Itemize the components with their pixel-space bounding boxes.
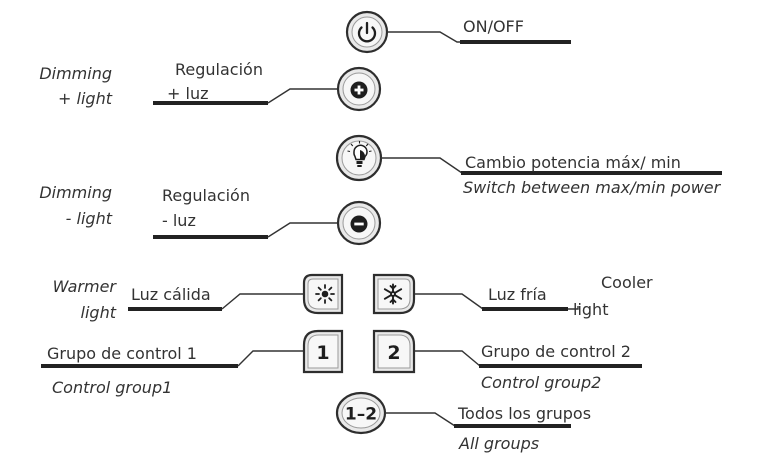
group1-button-label: 1 bbox=[316, 342, 329, 364]
all-es-label: Todos los grupos bbox=[457, 404, 591, 423]
all-leader bbox=[385, 412, 456, 427]
all-en-label: All groups bbox=[458, 434, 539, 453]
group2-en-label: Control group2 bbox=[481, 373, 601, 392]
group2-leader bbox=[415, 350, 481, 367]
warm-es-label: Luz cálida bbox=[131, 285, 211, 304]
group2-button[interactable]: 2 bbox=[372, 329, 416, 374]
plus-en-line2: + light bbox=[58, 89, 113, 108]
power-level-button[interactable] bbox=[335, 134, 383, 182]
all-groups-button-label: 1–2 bbox=[345, 405, 377, 425]
warm-en-line2: light bbox=[81, 303, 117, 322]
group1-en-label: Control group1 bbox=[52, 378, 172, 397]
dimming-minus-button[interactable] bbox=[336, 200, 382, 246]
bulb-es-label: Cambio potencia máx/ min bbox=[465, 153, 681, 172]
group1-es-label: Grupo de control 1 bbox=[47, 344, 197, 363]
bulb-leader bbox=[381, 157, 463, 174]
snowflake-icon bbox=[383, 283, 403, 305]
cool-leader bbox=[415, 293, 484, 310]
power-icon bbox=[357, 21, 377, 43]
warm-en-line1: Warmer bbox=[53, 277, 118, 296]
cool-light-button[interactable] bbox=[372, 273, 416, 315]
plus-en-line1: Dimming bbox=[39, 64, 112, 83]
plus-icon bbox=[350, 81, 368, 99]
warm-leader bbox=[221, 293, 303, 310]
minus-en-line1: Dimming bbox=[39, 183, 112, 202]
sun-icon bbox=[315, 284, 335, 304]
cool-en-leader bbox=[568, 306, 579, 310]
bulb-icon bbox=[347, 141, 372, 167]
minus-icon bbox=[350, 215, 368, 233]
cool-en-line2: light bbox=[573, 300, 608, 319]
group2-es-label: Grupo de control 2 bbox=[481, 342, 631, 361]
group2-button-label: 2 bbox=[387, 342, 400, 364]
minus-es-line2: - luz bbox=[162, 211, 196, 230]
plus-es-line1: Regulación bbox=[175, 60, 263, 79]
minus-leader bbox=[267, 222, 338, 238]
minus-en-line2: - light bbox=[66, 209, 113, 228]
cool-en-line1: Cooler bbox=[601, 273, 653, 292]
all-groups-button[interactable]: 1–2 bbox=[335, 391, 387, 435]
warm-light-button[interactable] bbox=[302, 273, 344, 315]
dimming-plus-button[interactable] bbox=[336, 66, 382, 112]
power-button[interactable] bbox=[345, 10, 389, 54]
group1-leader bbox=[237, 350, 303, 367]
plus-es-line2: + luz bbox=[167, 84, 208, 103]
cool-es-label: Luz fría bbox=[488, 285, 547, 304]
bulb-en-label: Switch between max/min power bbox=[463, 178, 722, 197]
minus-es-line1: Regulación bbox=[162, 186, 250, 205]
plus-leader bbox=[267, 88, 338, 104]
power-label: ON/OFF bbox=[463, 17, 524, 36]
group1-button[interactable]: 1 bbox=[302, 329, 344, 374]
